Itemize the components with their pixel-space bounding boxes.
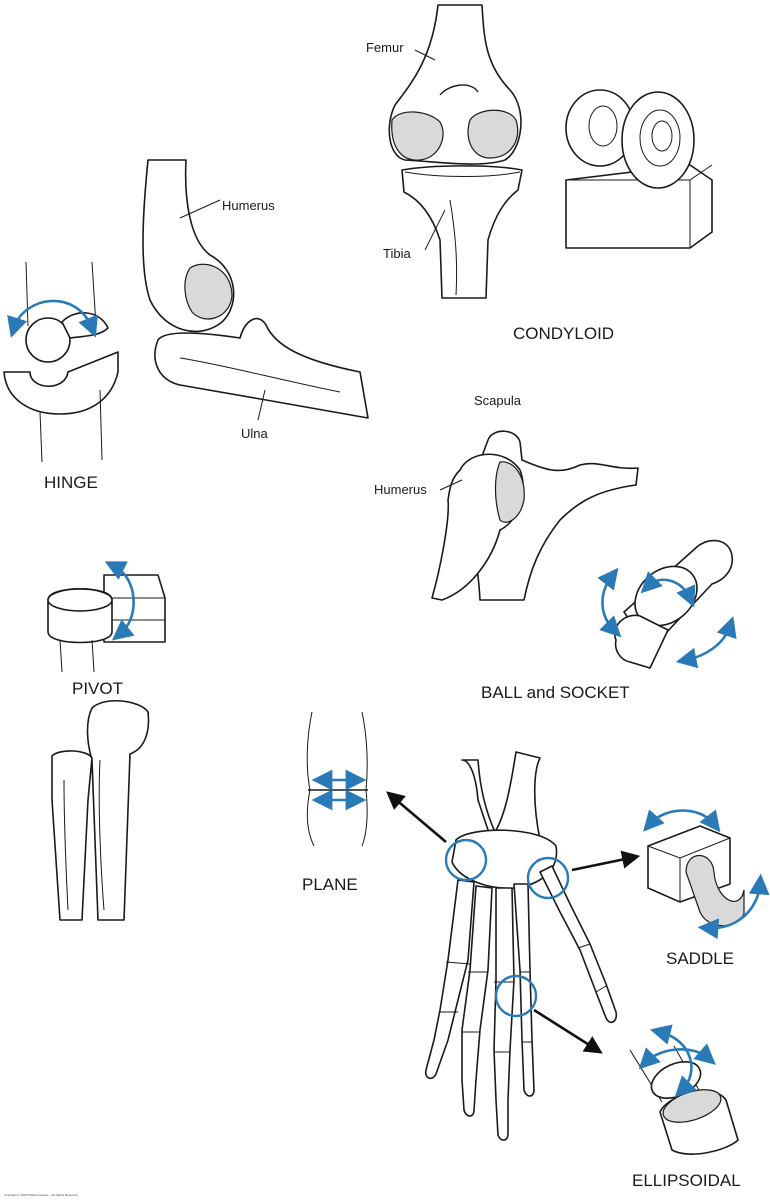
- ball-and-socket-model: [597, 539, 737, 669]
- copyright-notice: Copyright © 2015 Wolters Kluwer – All Ri…: [4, 1193, 78, 1197]
- hinge-model: [3, 261, 119, 463]
- label-ellipsoidal: ELLIPSOIDAL: [632, 1171, 741, 1190]
- pointer-arrows: [386, 791, 641, 1054]
- condyloid-model: [565, 89, 713, 249]
- hand-skeleton-drawing: [424, 751, 618, 1141]
- label-plane: PLANE: [302, 875, 358, 894]
- forearm-bones-drawing: [51, 699, 150, 921]
- plane-model: [306, 711, 368, 847]
- label-humerus-shoulder: Humerus: [374, 482, 427, 497]
- label-tibia: Tibia: [383, 246, 411, 261]
- label-pivot: PIVOT: [72, 679, 123, 698]
- label-hinge: HINGE: [44, 473, 98, 492]
- saddle-model: [643, 809, 770, 940]
- label-saddle: SADDLE: [666, 949, 734, 968]
- label-ulna: Ulna: [241, 426, 269, 441]
- label-ball-and-socket: BALL and SOCKET: [481, 683, 630, 702]
- label-condyloid: CONDYLOID: [513, 324, 614, 343]
- shoulder-joint-drawing: [431, 430, 639, 601]
- pivot-model: [47, 561, 166, 673]
- elbow-joint-drawing: [142, 159, 369, 421]
- label-femur: Femur: [366, 40, 404, 55]
- label-humerus-elbow: Humerus: [222, 198, 275, 213]
- label-scapula: Scapula: [474, 393, 522, 408]
- ellipsoidal-model: [629, 1024, 739, 1155]
- knee-joint-drawing: [388, 4, 523, 299]
